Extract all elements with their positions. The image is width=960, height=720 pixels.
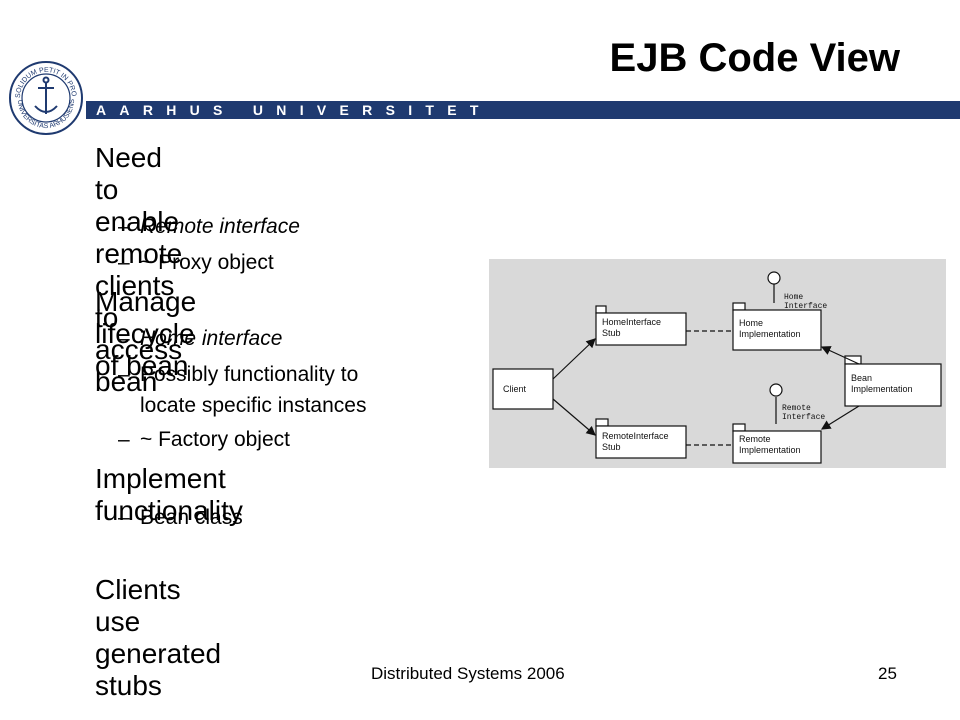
- university-seal-logo: SOLIDUM PETIT IN PROFUNDIS UNIVERSITAS A…: [5, 55, 84, 136]
- home-interface-label: Interface: [784, 302, 827, 311]
- home-interface-label: Home: [784, 293, 803, 302]
- page-number: 25: [878, 664, 897, 683]
- home-impl-label: Implementation: [739, 329, 801, 339]
- remote-interface-lollipop: [769, 383, 783, 397]
- client-label: Client: [503, 384, 527, 394]
- bean-impl-label: Implementation: [851, 384, 913, 394]
- sub-bullet-text: Bean class: [140, 506, 243, 529]
- dash-marker: –: [118, 506, 130, 529]
- dash-marker: –: [118, 327, 130, 350]
- remote-stub-label: RemoteInterface: [602, 431, 669, 441]
- sub-bullet-text: Possibly functionality to: [140, 363, 359, 386]
- remote-stub-label: Stub: [602, 442, 621, 452]
- sub-bullet-text: locate specific instances: [140, 394, 367, 417]
- bullet-text: clients to access bean: [95, 270, 183, 397]
- sub-bullet-text: ~ Factory object: [140, 428, 290, 451]
- university-name: AARHUS UNIVERSITET: [96, 102, 492, 118]
- remote-interface-label: Remote: [782, 404, 811, 413]
- sub-bullet-text: Home interface: [140, 327, 283, 350]
- remote-impl-label: Remote: [739, 434, 771, 444]
- bean-impl-label: Bean: [851, 373, 872, 383]
- client-box: [492, 368, 554, 410]
- bullet-item: Need to enable remote clients to access …: [95, 142, 182, 398]
- bullet-text: Manage lifecycle of bean: [95, 286, 197, 381]
- home-interface-lollipop: [767, 271, 781, 285]
- bullet-text: Clients use generated: [95, 574, 222, 669]
- slide-title: EJB Code View: [609, 36, 900, 80]
- footer-text: Distributed Systems 2006: [371, 664, 565, 683]
- bullet-text: stubs: [95, 670, 162, 701]
- bullet-item: Manage lifecycle of bean: [95, 286, 196, 382]
- bean-impl-box: [844, 363, 942, 407]
- home-impl-box: [732, 309, 822, 351]
- dash-marker: –: [118, 251, 130, 274]
- home-stub-label: Stub: [602, 328, 621, 338]
- bullet-item: Clients use generated stubs: [95, 574, 221, 702]
- dash-marker: –: [118, 363, 130, 386]
- bullet-item: Implement functionality: [95, 463, 243, 527]
- remote-stub-box: [595, 425, 687, 459]
- dash-marker: –: [118, 428, 130, 451]
- ejb-architecture-diagram: Client HomeInterface Stub Home Implement…: [489, 259, 946, 468]
- remote-impl-label: Implementation: [739, 445, 801, 455]
- remote-impl-box: [732, 430, 822, 464]
- remote-interface-label: Interface: [782, 413, 825, 422]
- bullet-text: Need to enable remote: [95, 142, 183, 269]
- sub-bullet-text: ~ Proxy object: [140, 251, 274, 274]
- home-stub-label: HomeInterface: [602, 317, 661, 327]
- bullet-text: Implement functionality: [95, 463, 243, 526]
- dash-marker: –: [118, 215, 130, 238]
- university-banner-bar: [86, 101, 960, 119]
- svg-text:SOLIDUM PETIT IN PROFUNDIS: SOLIDUM PETIT IN PROFUNDIS: [8, 60, 77, 98]
- home-stub-box: [595, 312, 687, 346]
- sub-bullet-text: Remote interface: [140, 215, 300, 238]
- home-impl-label: Home: [739, 318, 763, 328]
